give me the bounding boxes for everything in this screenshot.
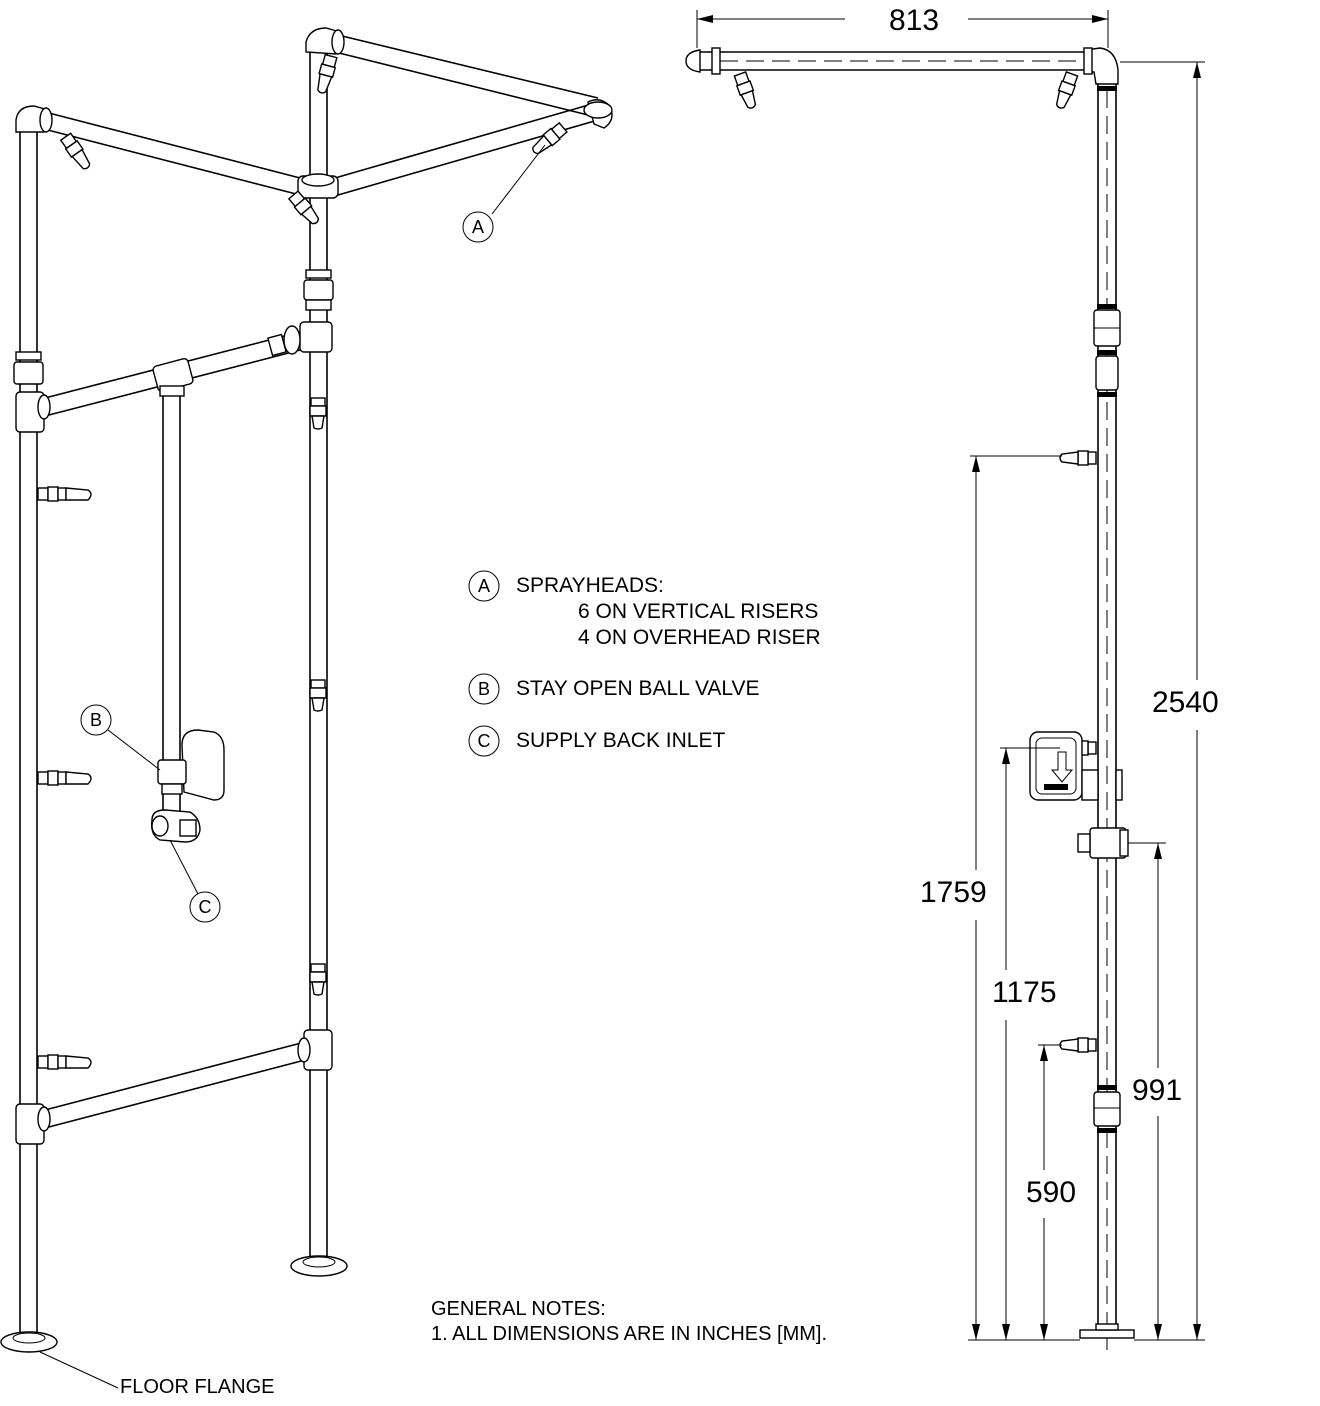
legend-a-line-1: 6 ON VERTICAL RISERS <box>578 600 819 623</box>
callout-a-circle <box>462 211 494 243</box>
sprayhead <box>287 190 320 225</box>
sprayhead <box>317 53 338 94</box>
callout-b-circle <box>80 704 112 736</box>
sprayhead <box>532 121 568 155</box>
legend-a-title: SPRAYHEADS: <box>516 574 664 597</box>
isometric-view <box>0 27 613 1389</box>
sprayhead <box>37 486 92 502</box>
side-overhead-sprayhead <box>1055 71 1079 109</box>
dim-width-813: 813 <box>889 4 940 37</box>
center-tee <box>297 173 339 199</box>
legend-b-letter: B <box>477 679 490 699</box>
dimension-lines <box>696 10 1205 1341</box>
overhead-riser <box>39 34 599 196</box>
legend-b-title: STAY OPEN BALL VALVE <box>516 677 760 700</box>
upper-union <box>303 269 334 311</box>
supply-back-inlet <box>150 794 201 843</box>
callout-b-label: B <box>89 710 102 730</box>
callout-a-label: A <box>471 217 484 237</box>
side-inlet <box>1077 827 1129 859</box>
legend-a-letter: A <box>477 576 490 596</box>
floor-flange-label: FLOOR FLANGE <box>120 1376 275 1398</box>
legend-c-title: SUPPLY BACK INLET <box>516 729 726 752</box>
side-overhead-sprayhead <box>733 71 757 109</box>
sprayhead <box>309 963 327 996</box>
side-riser-sprayhead <box>1059 1037 1097 1053</box>
floor-flange-back <box>290 1255 348 1277</box>
dim-height-2540: 2540 <box>1152 686 1219 719</box>
side-riser-sprayhead <box>1059 450 1097 466</box>
overhead-sprayheads <box>59 53 568 225</box>
dim-height-991: 991 <box>1132 1074 1183 1107</box>
legend-c-letter: C <box>477 731 491 751</box>
callout-c-label: C <box>198 897 212 917</box>
legend-a-line-2: 4 ON OVERHEAD RISER <box>578 626 821 649</box>
right-vertical-riser <box>309 50 328 1260</box>
floor-flange-front <box>0 1331 58 1353</box>
top-left-elbow <box>15 105 53 133</box>
left-vertical-riser <box>19 130 38 1340</box>
left-riser-sprayheads <box>37 486 92 1070</box>
dim-height-1175: 1175 <box>992 976 1057 1009</box>
supply-drop-pipe <box>159 385 185 760</box>
sprayhead <box>309 679 327 712</box>
sprayhead <box>37 1054 92 1070</box>
corner-elbow <box>583 99 613 129</box>
dim-height-1759: 1759 <box>920 876 987 909</box>
lower-crossbar <box>15 1029 333 1145</box>
stay-open-ball-valve <box>157 729 225 801</box>
sprayhead <box>309 397 327 430</box>
general-notes-title: GENERAL NOTES: <box>431 1298 606 1320</box>
top-back-elbow <box>305 27 345 55</box>
callout-c-circle <box>189 891 221 923</box>
upper-crossbar <box>13 321 333 433</box>
right-riser-sprayheads <box>309 397 327 996</box>
legend-circles <box>468 570 500 757</box>
general-notes-line-1: 1. ALL DIMENSIONS ARE IN INCHES [MM]. <box>431 1323 828 1345</box>
side-valve-handle <box>1029 731 1123 801</box>
side-elevation <box>685 47 1135 1350</box>
sprayhead <box>37 770 92 786</box>
sprayhead <box>59 132 91 170</box>
dim-height-590: 590 <box>1026 1176 1077 1209</box>
